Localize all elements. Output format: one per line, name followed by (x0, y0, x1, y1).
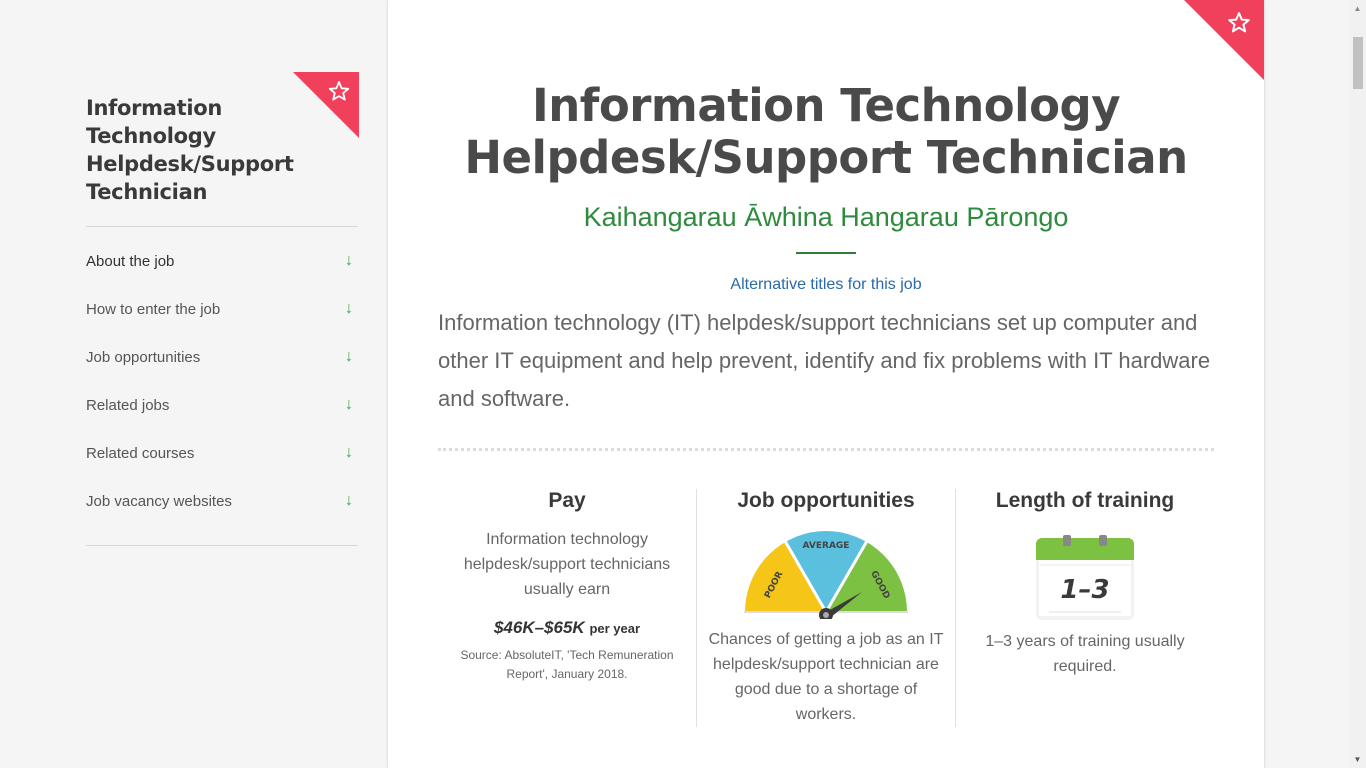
calendar-icon: 1–3 (1036, 535, 1134, 620)
star-icon (328, 81, 350, 101)
sidebar-item-job-opportunities[interactable]: Job opportunities ↓ (86, 333, 358, 381)
pay-stat: Pay Information technology helpdesk/supp… (438, 489, 696, 727)
arrow-down-icon: ↓ (345, 348, 353, 365)
scroll-thumb[interactable] (1353, 37, 1363, 89)
opportunities-heading: Job opportunities (737, 489, 915, 512)
favourite-ribbon[interactable] (1184, 0, 1264, 80)
divider (86, 545, 358, 546)
arrow-down-icon: ↓ (345, 300, 353, 317)
opportunities-stat: Job opportunities POOR AVERAGE GOOD Chan… (696, 489, 955, 727)
sidebar-item-label: How to enter the job (86, 300, 221, 318)
maori-title: Kaihangarau Āwhina Hangarau Pārongo (583, 202, 1069, 232)
pay-heading: Pay (548, 489, 586, 512)
training-description: 1–3 years of training usually required. (985, 633, 1185, 675)
pay-description: Information technology helpdesk/support … (463, 531, 671, 598)
scroll-down-icon[interactable]: ▼ (1353, 755, 1362, 764)
page-title-line: Helpdesk/Support Technician (464, 131, 1188, 184)
pay-period: per year (589, 621, 641, 636)
sidebar-item-label: Job vacancy websites (86, 492, 232, 510)
sidebar-item-about-the-job[interactable]: About the job ↓ (86, 237, 358, 285)
sidebar-item-vacancy-websites[interactable]: Job vacancy websites ↓ (86, 477, 358, 525)
opportunity-gauge-icon: POOR AVERAGE GOOD (741, 529, 911, 619)
divider (796, 252, 856, 254)
arrow-down-icon: ↓ (345, 252, 353, 269)
sidebar-item-related-courses[interactable]: Related courses ↓ (86, 429, 358, 477)
page-title: Information Technology Helpdesk/Support … (388, 80, 1264, 184)
page-title-line: Information Technology (531, 79, 1121, 132)
divider (86, 226, 358, 227)
sidebar-item-label: Job opportunities (86, 348, 201, 366)
scroll-up-icon[interactable]: ▲ (1353, 4, 1362, 13)
arrow-down-icon: ↓ (345, 396, 353, 413)
job-stats: Pay Information technology helpdesk/supp… (438, 489, 1214, 727)
pay-range: $46K–$65K (493, 618, 585, 637)
sidebar-item-label: About the job (86, 252, 175, 270)
job-summary: Information technology (IT) helpdesk/sup… (438, 310, 1211, 411)
training-heading: Length of training (995, 489, 1175, 512)
pay-amount: $46K–$65K per year (444, 618, 690, 638)
sidebar-nav: About the job ↓ How to enter the job ↓ Job… (86, 237, 358, 525)
star-icon (1228, 12, 1250, 33)
dotted-divider (438, 448, 1214, 451)
sidebar-item-how-to-enter[interactable]: How to enter the job ↓ (86, 285, 358, 333)
training-stat: Length of training 1–3 1–3 years of trai… (955, 489, 1214, 727)
arrow-down-icon: ↓ (345, 444, 353, 461)
arrow-down-icon: ↓ (345, 492, 353, 509)
favourite-ribbon[interactable] (293, 72, 359, 138)
sidebar-item-label: Related courses (86, 444, 195, 462)
page-scrollbar[interactable]: ▲ ▼ (1349, 0, 1366, 768)
alternative-titles-link[interactable]: Alternative titles for this job (730, 276, 922, 293)
training-years: 1–3 (1060, 575, 1109, 605)
opportunities-description: Chances of getting a job as an IT helpde… (708, 631, 944, 723)
sidebar-title: Information Technology Helpdesk/Support … (86, 96, 294, 204)
sidebar-item-label: Related jobs (86, 396, 170, 414)
job-profile-card: Information Technology Helpdesk/Support … (388, 0, 1264, 768)
pay-source: Source: AbsoluteIT, 'Tech Remuneration R… (460, 648, 674, 681)
gauge-segment-average (785, 530, 867, 612)
gauge-label-average: AVERAGE (803, 541, 850, 551)
sidebar: Information Technology Helpdesk/Support … (86, 72, 359, 546)
sidebar-item-related-jobs[interactable]: Related jobs ↓ (86, 381, 358, 429)
